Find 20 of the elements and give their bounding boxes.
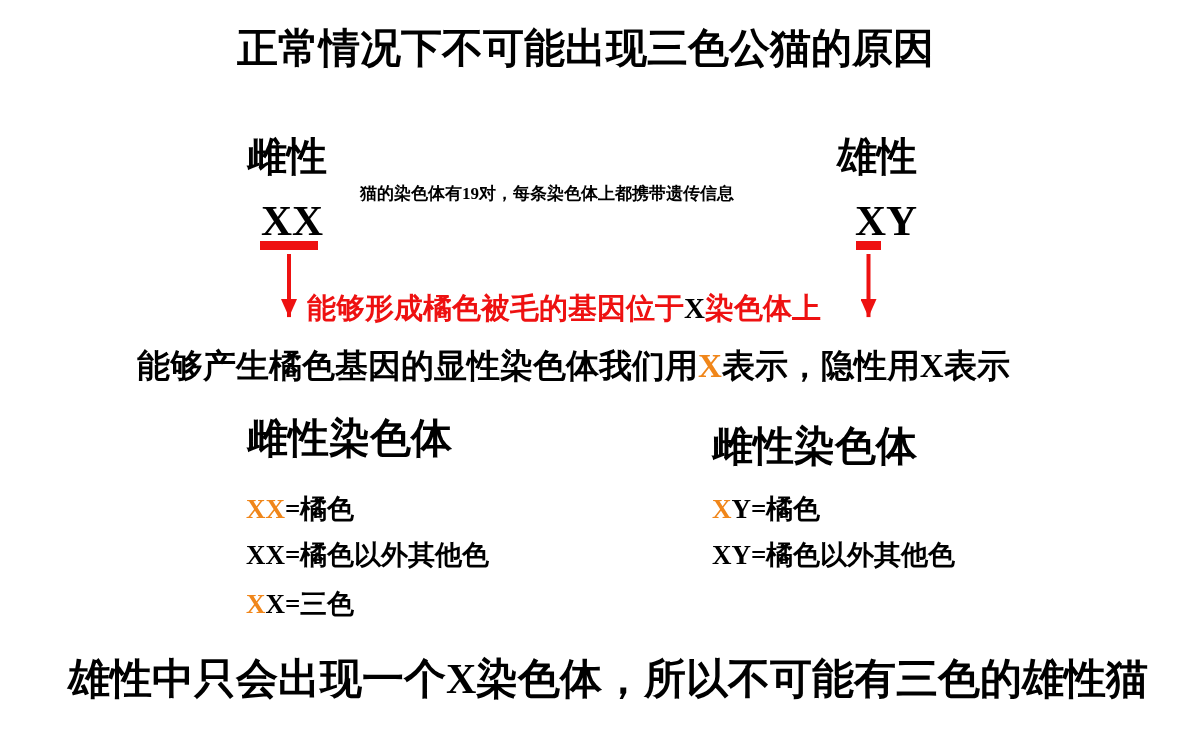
section-heading: 雌性染色体 (247, 414, 452, 463)
marker-bar (856, 241, 881, 250)
sex-heading: 雌性 (247, 133, 327, 181)
arrow (860, 254, 877, 318)
genotype-text: XY=橘色以外其他色 (712, 539, 956, 572)
marker-bar (260, 241, 318, 250)
conclusion-text: 雄性中只会出现一个X染色体，所以不可能有三色的雄性猫 (68, 655, 1149, 704)
explanation-text: 能够产生橘色基因的显性染色体我们用X表示，隐性用X表示 (137, 347, 1010, 386)
chromosome-text: XX (261, 196, 324, 246)
arrow (281, 254, 297, 318)
chromosome-text: XY (855, 196, 918, 246)
genotype-text: XX=三色 (246, 588, 355, 621)
genotype-text: XY=橘色 (712, 493, 821, 526)
note-text: 猫的染色体有19对，每条染色体上都携带遗传信息 (360, 184, 734, 205)
genotype-text: XX=橘色以外其他色 (246, 539, 490, 572)
highlight-text: 能够形成橘色被毛的基因位于X染色体上 (299, 291, 829, 326)
section-heading: 雌性染色体 (712, 422, 917, 471)
sex-heading: 雄性 (837, 133, 917, 181)
title-text: 正常情况下不可能出现三色公猫的原因 (236, 24, 934, 73)
genotype-text: XX=橘色 (246, 493, 355, 526)
